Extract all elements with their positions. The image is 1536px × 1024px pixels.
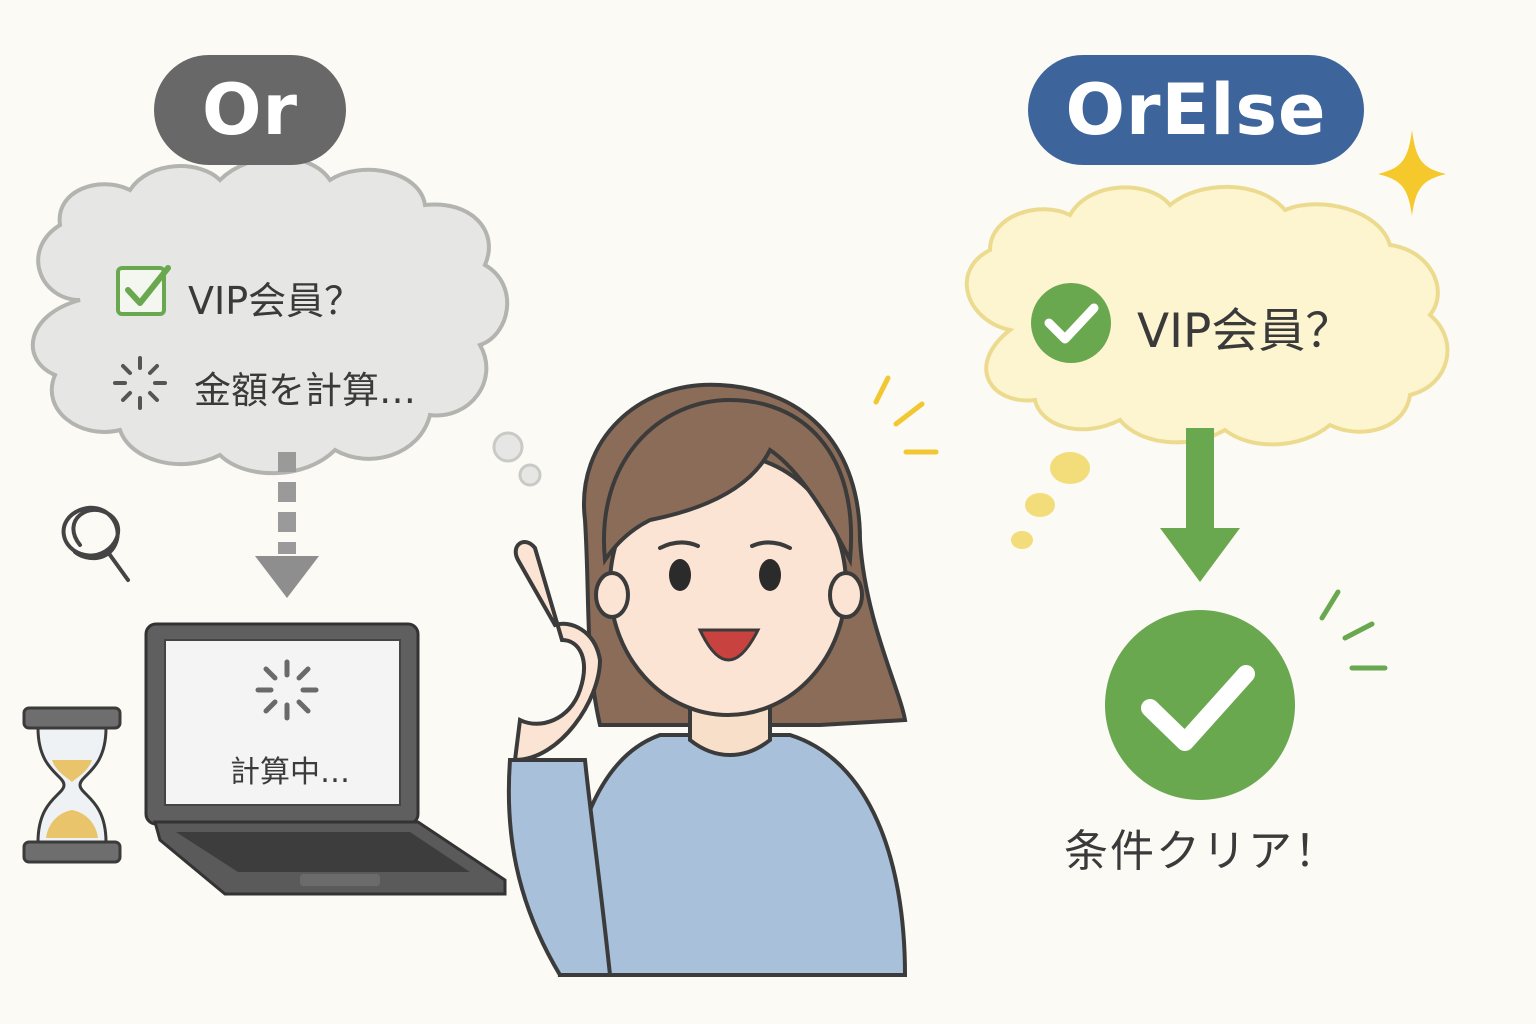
or-badge: Or [154, 55, 346, 165]
orelse-badge: OrElse [1028, 55, 1364, 165]
orelse-check-label: VIP会員？ [1137, 304, 1353, 359]
spinner-icon [113, 356, 167, 410]
success-marks [1319, 589, 1388, 671]
check-circle-icon [1031, 283, 1111, 363]
sparkle-icon [1378, 130, 1446, 216]
big-check-circle-icon [1105, 610, 1295, 800]
laptop-screen-label: 計算中… [230, 755, 350, 790]
or-check-label: VIP会員？ [188, 279, 363, 323]
green-arrow [1160, 428, 1240, 582]
or-loading-label: 金額を計算… [194, 369, 416, 412]
laptop-icon [144, 622, 507, 896]
hourglass-icon [22, 706, 122, 864]
screen-spinner-icon [255, 659, 319, 721]
dashed-arrow [255, 452, 319, 598]
woman-character [506, 382, 908, 977]
emphasis-marks [873, 375, 939, 455]
orelse-thought-cloud [964, 184, 1450, 549]
checkbox-icon [116, 265, 171, 316]
result-label: 条件クリア！ [1064, 826, 1340, 877]
swirl-icon [61, 505, 130, 582]
